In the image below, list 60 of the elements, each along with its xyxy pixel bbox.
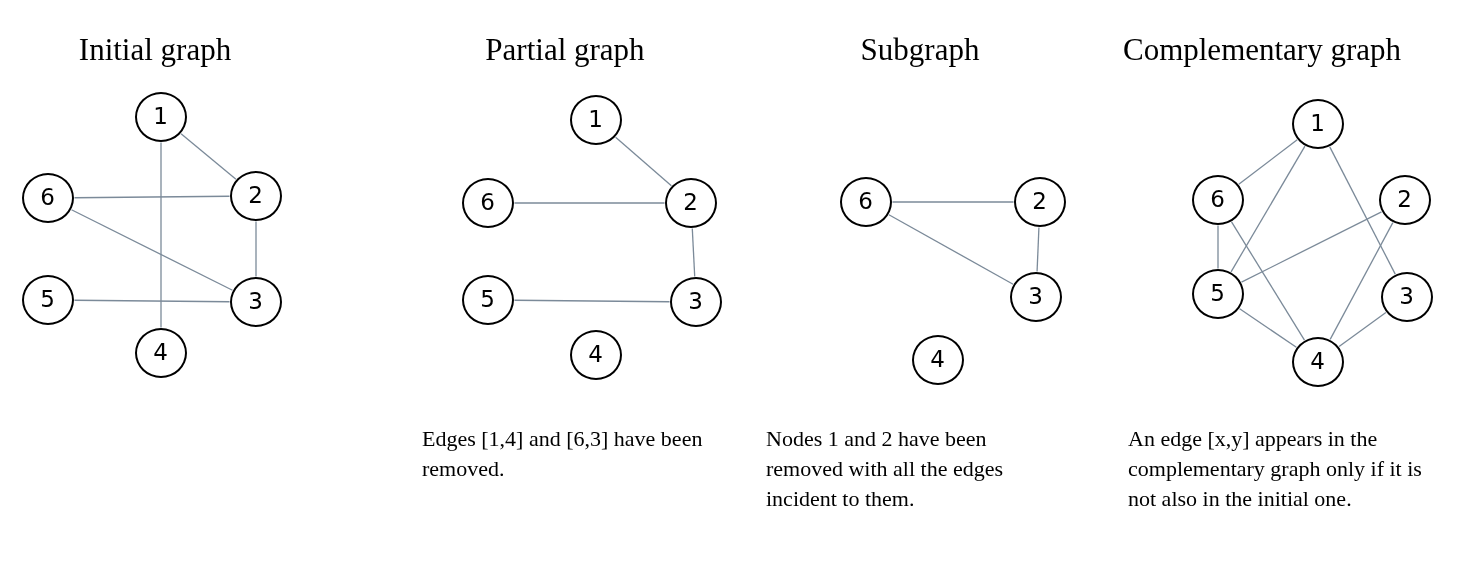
- graph-edge: [1217, 224, 1219, 270]
- node-circle: [1009, 271, 1062, 322]
- graph-edge: [888, 214, 1014, 285]
- node-number: 3: [688, 290, 703, 313]
- graph-edge: [1238, 139, 1298, 185]
- panel-title: Partial graph: [485, 32, 645, 68]
- node-circle: [1191, 268, 1244, 319]
- graph-edge: [255, 220, 257, 278]
- panel-title: Complementary graph: [1122, 32, 1402, 68]
- graph-edge: [1230, 145, 1306, 273]
- graph-edge: [1329, 146, 1396, 275]
- node-number: 2: [1032, 190, 1047, 213]
- panel-title: Initial graph: [78, 32, 232, 68]
- node-circle: [1378, 174, 1431, 225]
- graph-edge: [1240, 211, 1383, 283]
- node-number: 4: [930, 348, 945, 371]
- node-number: 4: [1310, 350, 1325, 373]
- graph-edge: [180, 133, 237, 180]
- node-number: 4: [153, 341, 168, 364]
- graph-edge: [691, 227, 696, 278]
- graph-edge: [1338, 311, 1387, 348]
- graph-edge: [73, 195, 231, 199]
- node-number: 4: [588, 343, 603, 366]
- node-number: 3: [248, 290, 263, 313]
- node-number: 2: [683, 191, 698, 214]
- graph-edge: [70, 209, 234, 291]
- node-number: 6: [858, 190, 873, 213]
- node-number: 5: [40, 288, 55, 311]
- node-number: 2: [248, 184, 263, 207]
- node-number: 1: [588, 108, 603, 131]
- node-circle: [1291, 336, 1344, 387]
- graph-edge: [513, 299, 671, 303]
- node-circle: [229, 276, 282, 327]
- node-circle: [664, 177, 717, 228]
- caption: Nodes 1 and 2 have been removed with all the edges incident to them.: [766, 425, 1005, 513]
- graph-edge: [1230, 221, 1306, 341]
- graph-edge: [160, 141, 162, 329]
- node-number: 6: [1210, 188, 1225, 211]
- node-number: 1: [153, 105, 168, 128]
- graph-edge: [513, 202, 666, 204]
- node-number: 3: [1399, 285, 1414, 308]
- node-number: 1: [1310, 112, 1325, 135]
- node-number: 2: [1397, 188, 1412, 211]
- panel-title: Subgraph: [860, 32, 980, 68]
- graph-edge: [1036, 226, 1040, 273]
- graph-edge: [891, 201, 1015, 203]
- node-number: 6: [40, 186, 55, 209]
- node-number: 6: [480, 191, 495, 214]
- node-circle: [1380, 271, 1433, 322]
- node-number: 5: [480, 288, 495, 311]
- node-circle: [1291, 98, 1344, 149]
- graph-edge: [614, 136, 673, 187]
- node-number: 5: [1210, 282, 1225, 305]
- graph-edge: [1329, 222, 1394, 340]
- caption: An edge [x,y] appears in the complementary graph only if it is not also in the initial one.: [1128, 425, 1423, 513]
- graph-edge: [73, 299, 231, 303]
- node-circle: [229, 170, 282, 221]
- node-number: 3: [1028, 285, 1043, 308]
- graph-edge: [1239, 308, 1297, 348]
- caption: Edges [1,4] and [6,3] have been removed.: [422, 425, 704, 483]
